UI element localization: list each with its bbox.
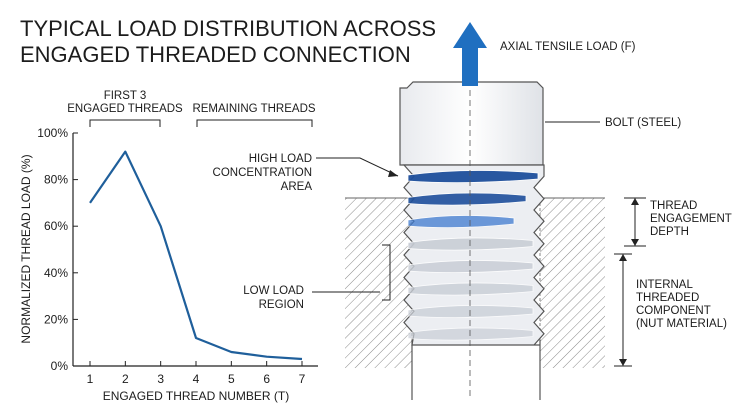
first-threads-label-1: FIRST 3 — [104, 90, 147, 102]
low-load-band — [407, 327, 534, 341]
low-load-bracket — [382, 244, 391, 301]
x-tick-label: 6 — [263, 372, 270, 386]
series-line — [89, 150, 303, 361]
x-tick-label: 1 — [87, 372, 94, 386]
x-tick-label: 5 — [228, 372, 235, 386]
x-tick-label: 7 — [299, 372, 306, 386]
high-load-label-3: AREA — [281, 181, 313, 193]
high-load-leader — [316, 157, 399, 177]
y-tick-label: 60% — [44, 219, 68, 233]
internal-dimension — [614, 253, 632, 367]
x-tick-label: 3 — [157, 372, 164, 386]
y-tick-label: 0% — [51, 359, 69, 373]
low-load-band — [407, 260, 534, 273]
x-tick-label: 4 — [193, 372, 200, 386]
title-line-1: TYPICAL LOAD DISTRIBUTION ACROSS — [20, 16, 436, 41]
bolt-threads — [402, 164, 545, 346]
low-load-label-2: REGION — [259, 299, 304, 311]
high-load-band — [407, 170, 539, 183]
first-threads-bracket — [89, 119, 161, 127]
low-load-band — [407, 305, 534, 318]
remaining-threads-label: REMAINING THREADS — [192, 103, 315, 115]
axial-load-label: AXIAL TENSILE LOAD (F) — [500, 41, 636, 53]
engagement-label-3: DEPTH — [650, 226, 689, 238]
internal-label-3: COMPONENT — [636, 305, 711, 317]
bolt-head — [399, 81, 544, 166]
bolt-label: BOLT (STEEL) — [605, 117, 681, 129]
title-line-2: ENGAGED THREADED CONNECTION — [20, 42, 411, 67]
internal-label-4: (NUT MATERIAL) — [636, 318, 727, 330]
x-axis-label: ENGAGED THREAD NUMBER (T) — [103, 389, 289, 403]
first-threads-label-2: ENGAGED THREADS — [67, 103, 183, 115]
remaining-threads-bracket — [196, 119, 313, 127]
axial-load-arrow — [453, 22, 487, 86]
y-tick-label: 100% — [37, 126, 68, 140]
y-tick-label: 40% — [44, 266, 68, 280]
engagement-label-2: ENGAGEMENT — [650, 213, 732, 225]
engagement-label-1: THREAD — [650, 200, 697, 212]
high-load-label-2: CONCENTRATION — [213, 167, 312, 179]
low-load-label-1: LOW LOAD — [243, 285, 304, 297]
high-load-label-1: HIGH LOAD — [249, 153, 312, 165]
y-tick-label: 80% — [44, 173, 68, 187]
low-load-band — [407, 282, 534, 296]
low-load-band — [407, 237, 534, 251]
bolt — [399, 70, 545, 400]
y-tick-label: 20% — [44, 312, 68, 326]
x-tick-label: 2 — [122, 372, 129, 386]
internal-label-1: INTERNAL — [636, 279, 693, 291]
thread-load-chart: 0% 20% 40% 60% 80% 100% 1 2 3 4 5 6 7 ENGAGED THREA… — [19, 126, 318, 403]
high-load-band — [407, 192, 527, 206]
high-load-band — [407, 215, 515, 228]
internal-label-2: THREADED — [636, 292, 699, 304]
engagement-dimension — [624, 197, 646, 247]
y-axis-label: NORMALIZED THREAD LOAD (%) — [19, 154, 33, 343]
